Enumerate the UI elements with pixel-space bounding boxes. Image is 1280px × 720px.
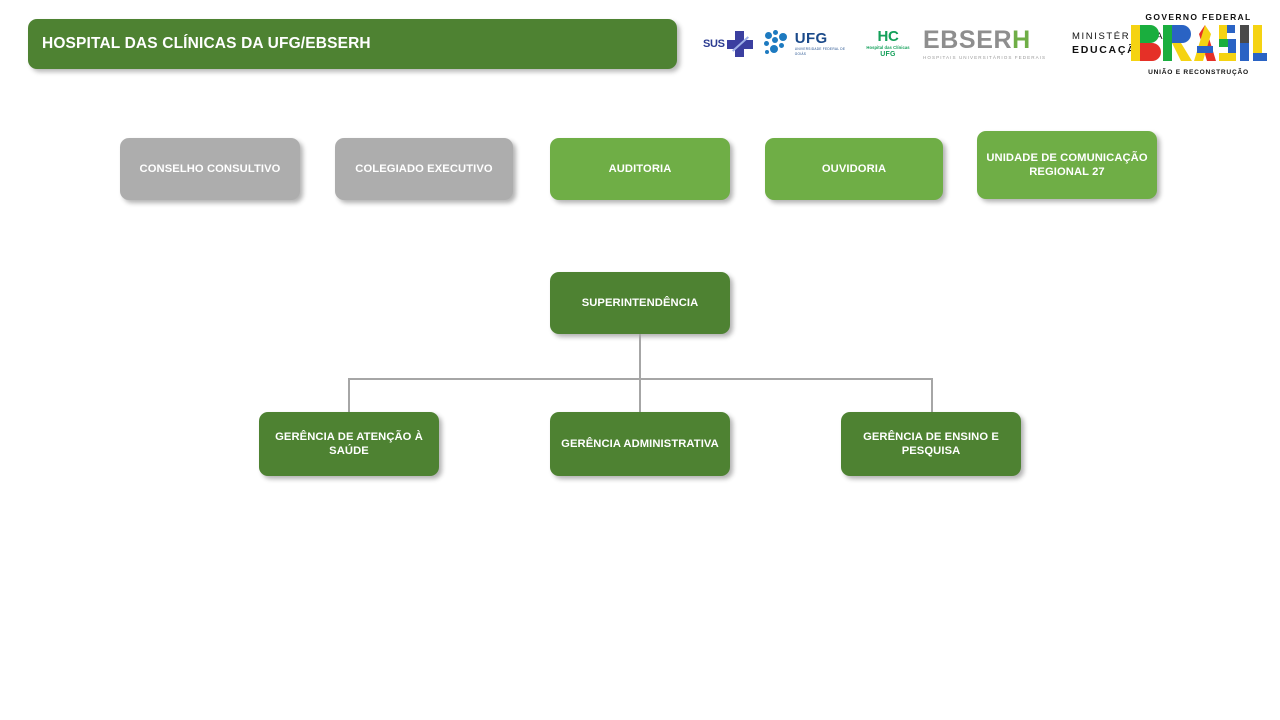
org-node-label: GERÊNCIA DE ATENÇÃO À SAÚDE xyxy=(275,430,423,457)
org-node-label: CONSELHO CONSULTIVO xyxy=(139,162,281,175)
connector-drop-administrativa xyxy=(639,378,641,413)
org-node-label: GERÊNCIA ADMINISTRATIVA xyxy=(561,437,719,450)
org-node-label: UNIDADE DE COMUNICAÇÃO REGIONAL 27 xyxy=(986,151,1148,178)
ufg-logo-main: UFG xyxy=(794,30,828,48)
org-node-colegiado-executivo[interactable]: COLEGIADO EXECUTIVO xyxy=(335,138,513,200)
ufg-logo-text: UFG UNIVERSIDADE FEDERAL DE GOIÁS xyxy=(795,31,853,56)
hc-logo: HC Hospital das Clínicas UFG xyxy=(853,8,923,80)
org-node-gerencia-administrativa[interactable]: GERÊNCIA ADMINISTRATIVA xyxy=(550,412,730,476)
header-bar: HOSPITAL DAS CLÍNICAS DA UFG/EBSERH xyxy=(28,19,677,69)
connector-drop-atencao-saude xyxy=(348,378,350,413)
org-node-label: GERÊNCIA DE ENSINO E PESQUISA xyxy=(863,430,999,457)
ministerio-educacao-logo: MINISTÉRIO DA EDUCAÇÃO xyxy=(1072,8,1202,80)
org-node-auditoria[interactable]: AUDITORIA xyxy=(550,138,730,200)
org-node-ouvidoria[interactable]: OUVIDORIA xyxy=(765,138,943,200)
org-node-gerencia-ensino-pesquisa[interactable]: GERÊNCIA DE ENSINO E PESQUISA xyxy=(841,412,1021,476)
hc-logo-sub: Hospital das Clínicas xyxy=(866,44,910,50)
org-node-label: COLEGIADO EXECUTIVO xyxy=(355,162,493,175)
org-node-gerencia-atencao-saude[interactable]: GERÊNCIA DE ATENÇÃO À SAÚDE xyxy=(259,412,439,476)
connector-drop-ensino-pesquisa xyxy=(931,378,933,413)
hc-logo-main: HC xyxy=(877,27,899,45)
org-node-label: OUVIDORIA xyxy=(821,162,887,175)
mec-line1: MINISTÉRIO DA xyxy=(1072,30,1165,42)
org-node-label: SUPERINTENDÊNCIA xyxy=(581,296,699,309)
sus-logo: SUS xyxy=(703,8,763,80)
logo-strip: SUS UFG UNIVERSIDADE FEDERAL DE GOIÁS HC… xyxy=(697,8,1272,80)
connector-superintendencia-trunk xyxy=(639,334,641,379)
ufg-logo: UFG UNIVERSIDADE FEDERAL DE GOIÁS xyxy=(763,8,853,80)
page-title: HOSPITAL DAS CLÍNICAS DA UFG/EBSERH xyxy=(42,35,371,52)
sus-cross-icon xyxy=(726,31,753,57)
ebserh-logo: EBSERH HOSPITAIS UNIVERSITÁRIOS FEDERAIS xyxy=(923,8,1048,80)
ufg-dots-icon xyxy=(763,29,791,59)
governo-federal-logo: GOVERNO FEDERAL xyxy=(1121,8,1276,80)
mec-line2: EDUCAÇÃO xyxy=(1072,44,1147,57)
org-node-superintendencia[interactable]: SUPERINTENDÊNCIA xyxy=(550,272,730,334)
governo-federal-bottom-text: UNIÃO E RECONSTRUÇÃO xyxy=(1148,69,1249,76)
governo-federal-top-text: GOVERNO FEDERAL xyxy=(1145,12,1252,22)
org-node-unidade-comunicacao-regional-27[interactable]: UNIDADE DE COMUNICAÇÃO REGIONAL 27 xyxy=(977,131,1157,199)
sus-logo-text: SUS xyxy=(703,38,725,50)
org-node-conselho-consultivo[interactable]: CONSELHO CONSULTIVO xyxy=(120,138,300,200)
ebserh-logo-sub: HOSPITAIS UNIVERSITÁRIOS FEDERAIS xyxy=(923,54,1047,60)
ufg-logo-sub: UNIVERSIDADE FEDERAL DE GOIÁS xyxy=(794,47,846,56)
hc-logo-univ: UFG xyxy=(880,50,896,58)
org-node-label: AUDITORIA xyxy=(608,162,672,175)
ebserh-logo-main: EBSERH xyxy=(923,25,1031,54)
brasil-wordmark-icon xyxy=(1130,25,1267,66)
